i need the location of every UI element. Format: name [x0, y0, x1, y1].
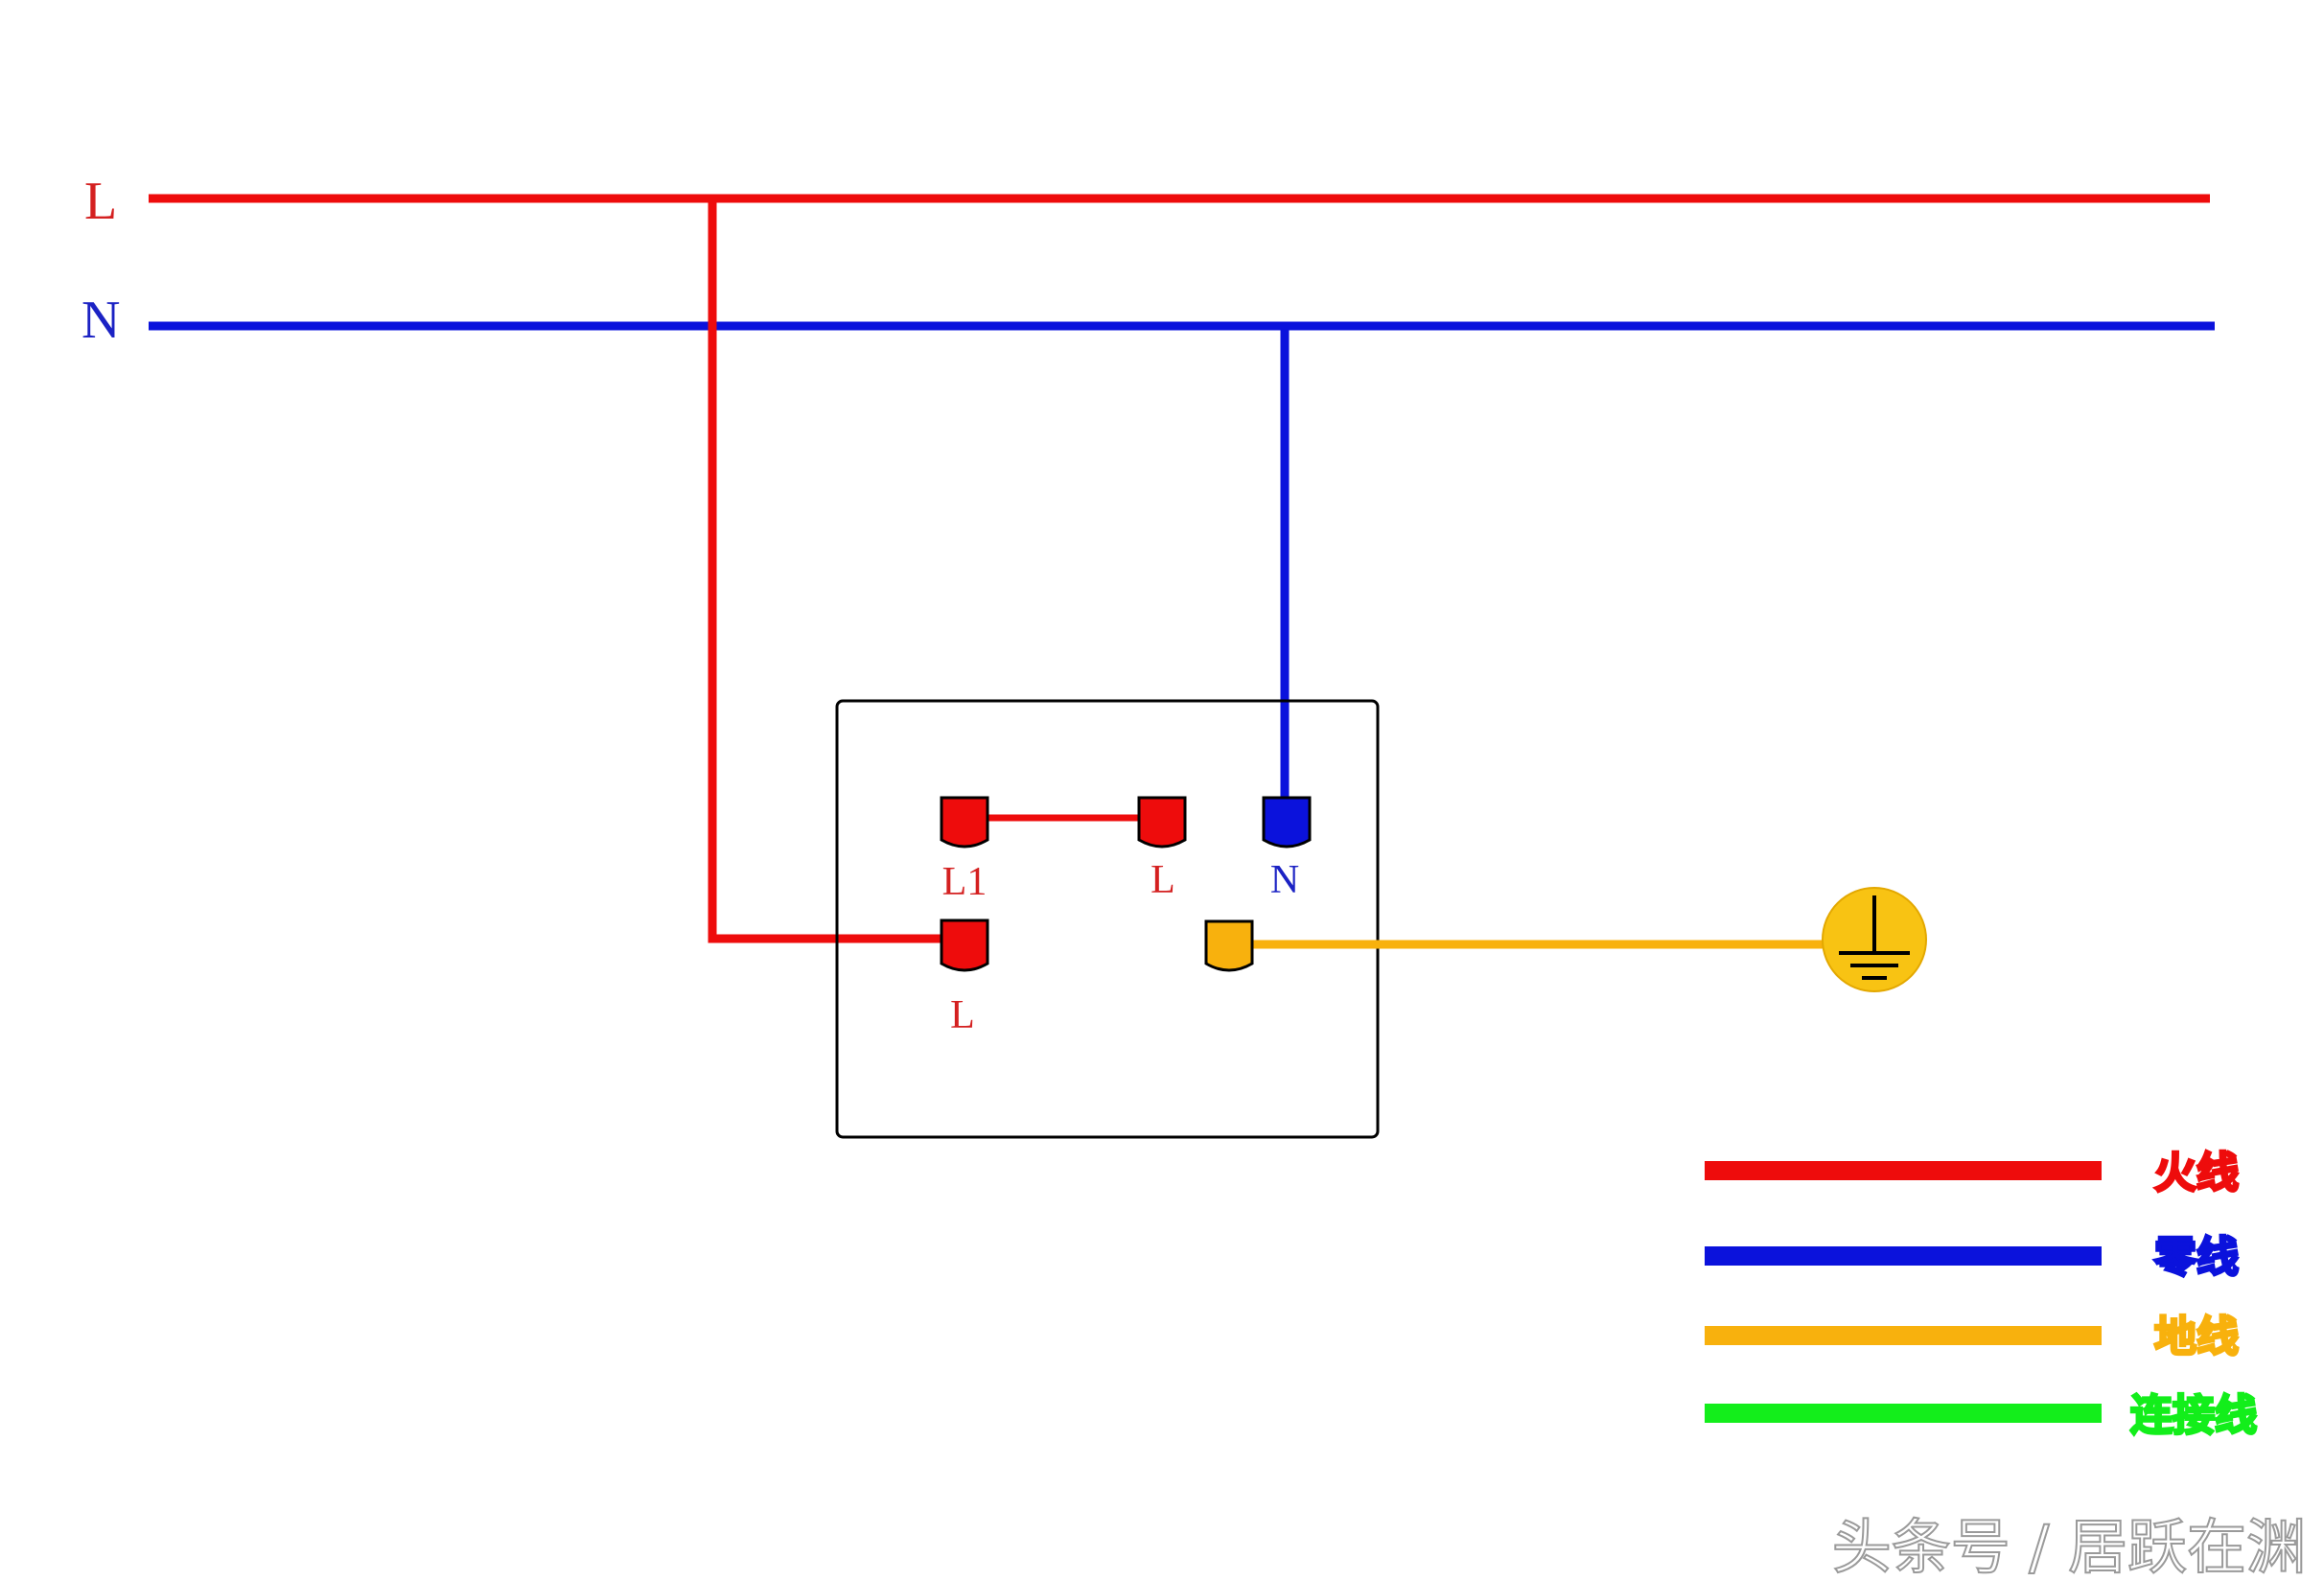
terminal-l-top-label: L — [1150, 858, 1175, 902]
terminal-earth — [1204, 919, 1254, 972]
terminal-n-label: N — [1270, 858, 1299, 902]
watermark: 头条号 / 居跃在渊 — [1832, 1512, 2306, 1581]
legend-label-connection: 连接线 — [2130, 1391, 2257, 1440]
legend-label-neutral: 零线 — [2154, 1233, 2239, 1282]
terminal-l-top — [1137, 796, 1187, 849]
terminal-l1 — [940, 796, 989, 849]
terminal-l-bottom-label: L — [950, 993, 975, 1037]
legend-label-earth: 地线 — [2154, 1313, 2239, 1361]
ground-symbol-icon — [1822, 887, 1927, 992]
terminal-n — [1262, 796, 1312, 849]
socket-box — [835, 699, 1380, 1139]
live-bus-label: L — [84, 172, 117, 231]
terminal-l-bottom — [940, 918, 989, 972]
terminal-l1-label: L1 — [942, 860, 988, 904]
legend: 火线 零线 地线 连接线 — [1705, 1148, 2259, 1442]
legend-label-live: 火线 — [2154, 1149, 2239, 1197]
neutral-bus-label: N — [81, 291, 120, 350]
live-feed-wire — [708, 198, 941, 943]
